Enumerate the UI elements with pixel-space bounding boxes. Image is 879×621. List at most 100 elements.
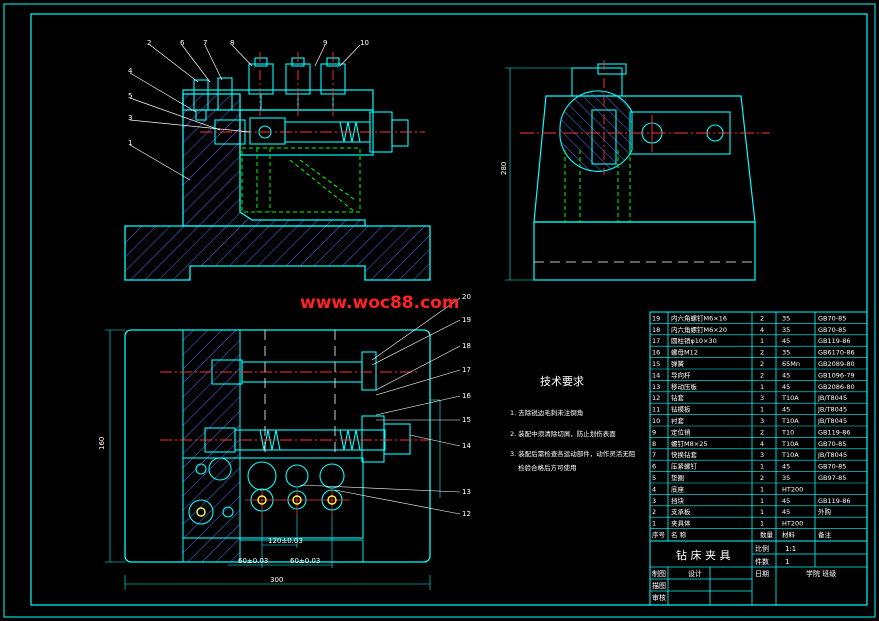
bom-cell-no: 8	[652, 440, 656, 448]
title-row-label: 描图	[652, 581, 666, 590]
bom-cell-qty: 1	[760, 497, 764, 505]
bom-cell-no: 14	[652, 371, 660, 379]
bom-cell-mat: HT200	[782, 485, 803, 493]
bom-cell-no: 17	[652, 337, 660, 345]
bom-cell-std: GB2086-80	[818, 383, 855, 391]
bom-cell-mat: T10A	[781, 440, 799, 448]
bom-cell-std: GB119-86	[818, 337, 851, 345]
designer-label: 设计	[688, 569, 702, 578]
bom-cell-mat: 45	[782, 406, 790, 414]
leader-number: 10	[360, 39, 369, 47]
bom-cell-mat: 35	[782, 326, 790, 334]
watermark-text: www.woc88.com	[300, 293, 460, 313]
bom-cell-name: 圆柱销φ10×30	[671, 336, 717, 345]
bom-cell-mat: 45	[782, 383, 790, 391]
bom-cell-std: GB6170-86	[818, 349, 855, 357]
leader-number: 9	[323, 39, 327, 47]
bom-cell-no: 18	[652, 326, 660, 334]
bom-cell-qty: 2	[760, 474, 764, 482]
leader-number: 13	[462, 488, 471, 496]
bom-cell-std: JB/T8045	[817, 394, 847, 402]
bom-cell-mat: T10A	[781, 394, 799, 402]
bom-cell-name: 弹簧	[671, 359, 685, 368]
leader-number: 20	[462, 293, 471, 301]
bom-cell-name: 导向杆	[671, 370, 691, 379]
bom-cell-qty: 1	[760, 485, 764, 493]
bom-cell-mat: HT200	[782, 520, 803, 528]
bom-cell-name: 内六角螺钉M6×16	[671, 313, 727, 322]
bom-cell-mat: 65Mn	[782, 360, 800, 368]
bom-cell-qty: 2	[760, 371, 764, 379]
title-block: 钻 床 夹 具 比例 1:1 件数 1 制图 描图 审核 设计 日期 学院 班级	[649, 540, 868, 606]
bom-cell-mat: T10A	[781, 451, 799, 459]
school-label: 学院 班级	[806, 569, 836, 578]
dimension-label: 60±0.03	[290, 557, 320, 565]
bom-cell-no: 19	[652, 314, 660, 322]
bom-cell-std: JB/T8045	[817, 417, 847, 425]
leader-number: 12	[462, 510, 471, 518]
bom-cell-qty: 2	[760, 360, 764, 368]
sheet-border	[3, 3, 876, 618]
bom-cell-mat: 35	[782, 474, 790, 482]
bom-cell-no: 16	[652, 349, 660, 357]
bom-cell-name: 螺母M12	[671, 348, 698, 357]
bom-cell-name: 移动压板	[671, 382, 698, 391]
tech-requirement-item: 1. 去除锐边毛刺未注倒角	[510, 408, 583, 417]
bom-cell-std: GB70-85	[818, 326, 846, 334]
leader-number: 5	[128, 92, 132, 100]
bom-cell-qty: 3	[760, 394, 764, 402]
tech-requirement-item: 2. 装配中须清除切屑，防止划伤表面	[510, 429, 616, 438]
leader-number: 16	[462, 392, 471, 400]
dimension-label: 120±0.03	[268, 537, 303, 545]
bom-cell-qty: 1	[760, 406, 764, 414]
leader-number: 15	[462, 416, 471, 424]
drawing-name: 钻 床 夹 具	[676, 548, 731, 562]
bom-cell-no: 13	[652, 383, 660, 391]
bom-header-qty: 数量	[760, 530, 774, 539]
bom-cell-mat: 45	[782, 337, 790, 345]
bom-cell-no: 3	[652, 497, 656, 505]
bom-cell-qty: 4	[760, 326, 764, 334]
bom-cell-name: 定位销	[671, 427, 691, 436]
bom-cell-qty: 1	[760, 383, 764, 391]
leader-number: 2	[147, 39, 151, 47]
bom-cell-std: GB2089-80	[818, 360, 855, 368]
bom-cell-name: 支承板	[671, 507, 691, 516]
bom-cell-mat: 45	[782, 463, 790, 471]
title-row-label: 审核	[652, 593, 666, 602]
top-view	[105, 297, 461, 590]
bom-cell-std: JB/T8045	[817, 451, 847, 459]
bom-cell-std: GB119-86	[818, 428, 851, 436]
leader-number: 3	[128, 114, 132, 122]
bom-header-std: 备注	[818, 530, 832, 539]
bom-cell-mat: T10A	[781, 417, 799, 425]
dimension-height: 160	[98, 437, 106, 450]
bom-cell-name: 底座	[671, 484, 685, 493]
leader-number: 8	[230, 39, 234, 47]
tech-requirement-item: 3. 装配后需检查各运动部件，动作灵活无阻	[510, 449, 636, 458]
bom-cell-name: 钻套	[671, 393, 685, 402]
sheet-value: 1	[785, 558, 789, 566]
dimension-label: 60±0.03	[238, 557, 268, 565]
bom-cell-std: GB70-85	[818, 314, 846, 322]
bom-cell-no: 15	[652, 360, 660, 368]
bom-cell-qty: 1	[760, 508, 764, 516]
bom-cell-name: 内六角螺钉M6×20	[671, 325, 727, 334]
bom-cell-mat: T10	[781, 428, 794, 436]
bom-cell-name: 挡块	[671, 496, 685, 505]
leader-number: 18	[462, 342, 471, 350]
bom-cell-qty: 2	[760, 349, 764, 357]
bom-cell-mat: 45	[782, 508, 790, 516]
bom-cell-name: 钻模板	[671, 405, 691, 414]
leader-number: 4	[128, 67, 133, 75]
leader-number: 6	[180, 39, 185, 47]
scale-value: 1:1	[785, 545, 796, 553]
bom-cell-no: 7	[652, 451, 656, 459]
bom-cell-qty: 3	[760, 451, 764, 459]
front-view	[124, 44, 431, 281]
bom-cell-mat: 45	[782, 497, 790, 505]
bom-cell-qty: 1	[760, 463, 764, 471]
bom-cell-no: 6	[652, 463, 656, 471]
bom-cell-mat: 45	[782, 371, 790, 379]
bom-header-name: 名 称	[671, 530, 687, 539]
